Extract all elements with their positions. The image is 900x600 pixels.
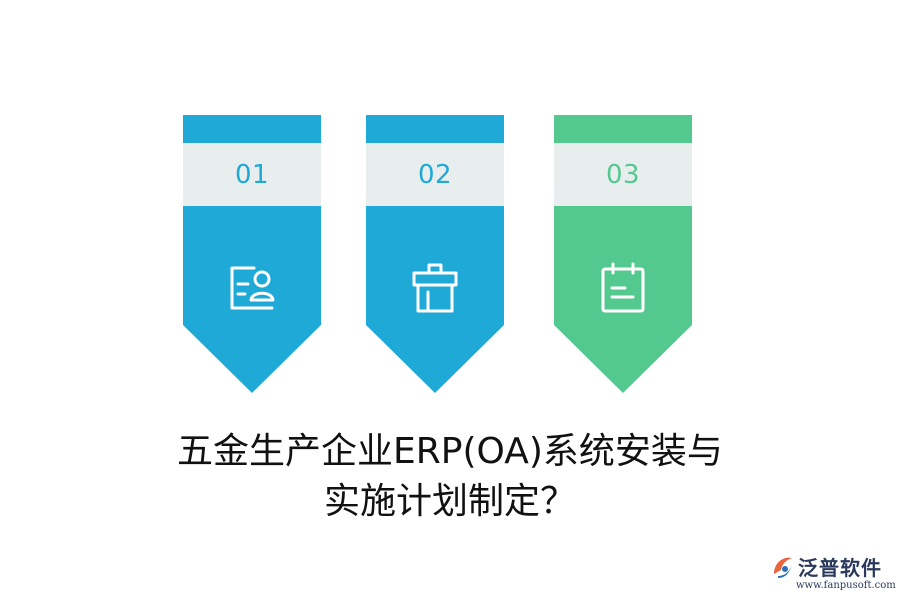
number-band: 02 [366, 143, 504, 206]
profile-card-icon [230, 266, 275, 310]
brand-url: www.fanpusoft.com [796, 580, 896, 591]
number-band: 03 [554, 143, 692, 206]
brand-logo: 泛普软件 www.fanpusoft.com [770, 550, 896, 594]
step-number: 02 [417, 159, 453, 190]
step-card-2: 02 [366, 115, 504, 393]
gift-box-icon [412, 263, 458, 313]
calendar-icon [601, 262, 645, 313]
number-band: 01 [183, 143, 321, 206]
brand-name: 泛普软件 [798, 556, 882, 580]
step-number: 03 [605, 159, 641, 190]
page-title-line-2: 实施计划制定？ [323, 481, 576, 522]
fanpu-logo-icon [774, 557, 792, 578]
step-card-1: 01 [183, 115, 321, 393]
page-title-line-1: 五金生产企业ERP(OA)系统安装与 [177, 431, 723, 472]
step-card-3: 03 [554, 115, 692, 393]
step-number: 01 [234, 159, 270, 190]
